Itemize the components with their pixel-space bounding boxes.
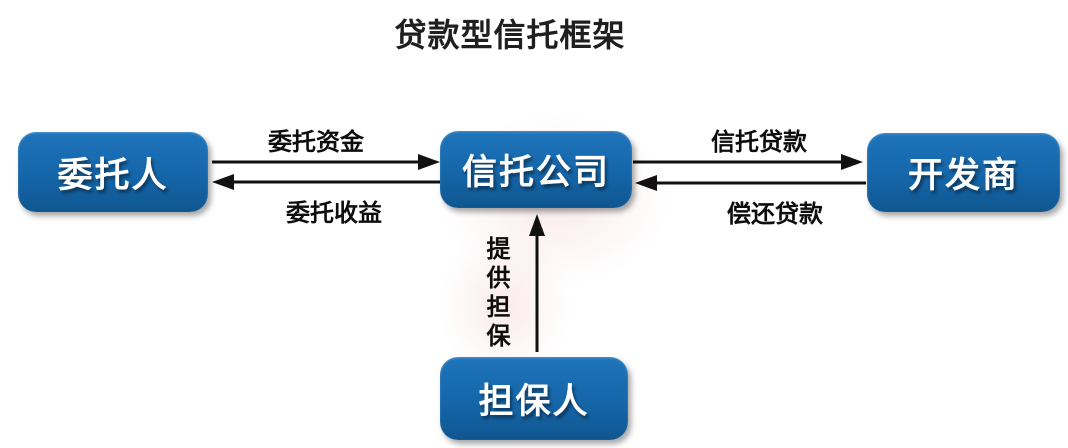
node-trust-company-label: 信托公司	[461, 153, 610, 193]
node-developer: 开发商	[867, 133, 1060, 212]
node-guarantor: 担保人	[440, 357, 628, 440]
node-trustor: 委托人	[18, 132, 208, 212]
edge-label-repay-loan: 偿还贷款	[727, 200, 823, 228]
entrust-returns-arrow	[212, 174, 440, 190]
edge-label-entrust-returns: 委托收益	[286, 199, 382, 227]
node-developer-label: 开发商	[907, 156, 1019, 196]
edge-label-provide-guarantee: 提供担保	[482, 236, 510, 352]
edge-label-trust-loan: 信托贷款	[711, 128, 807, 156]
node-guarantor-label: 担保人	[478, 382, 590, 422]
node-trustor-label: 委托人	[57, 155, 169, 196]
repay-loan-arrow	[635, 175, 866, 191]
provide-guarantee-arrow	[529, 214, 545, 352]
node-trust-company: 信托公司	[440, 131, 632, 208]
diagram-title: 贷款型信托框架	[394, 16, 626, 54]
edge-label-entrust-funds: 委托资金	[268, 128, 364, 156]
